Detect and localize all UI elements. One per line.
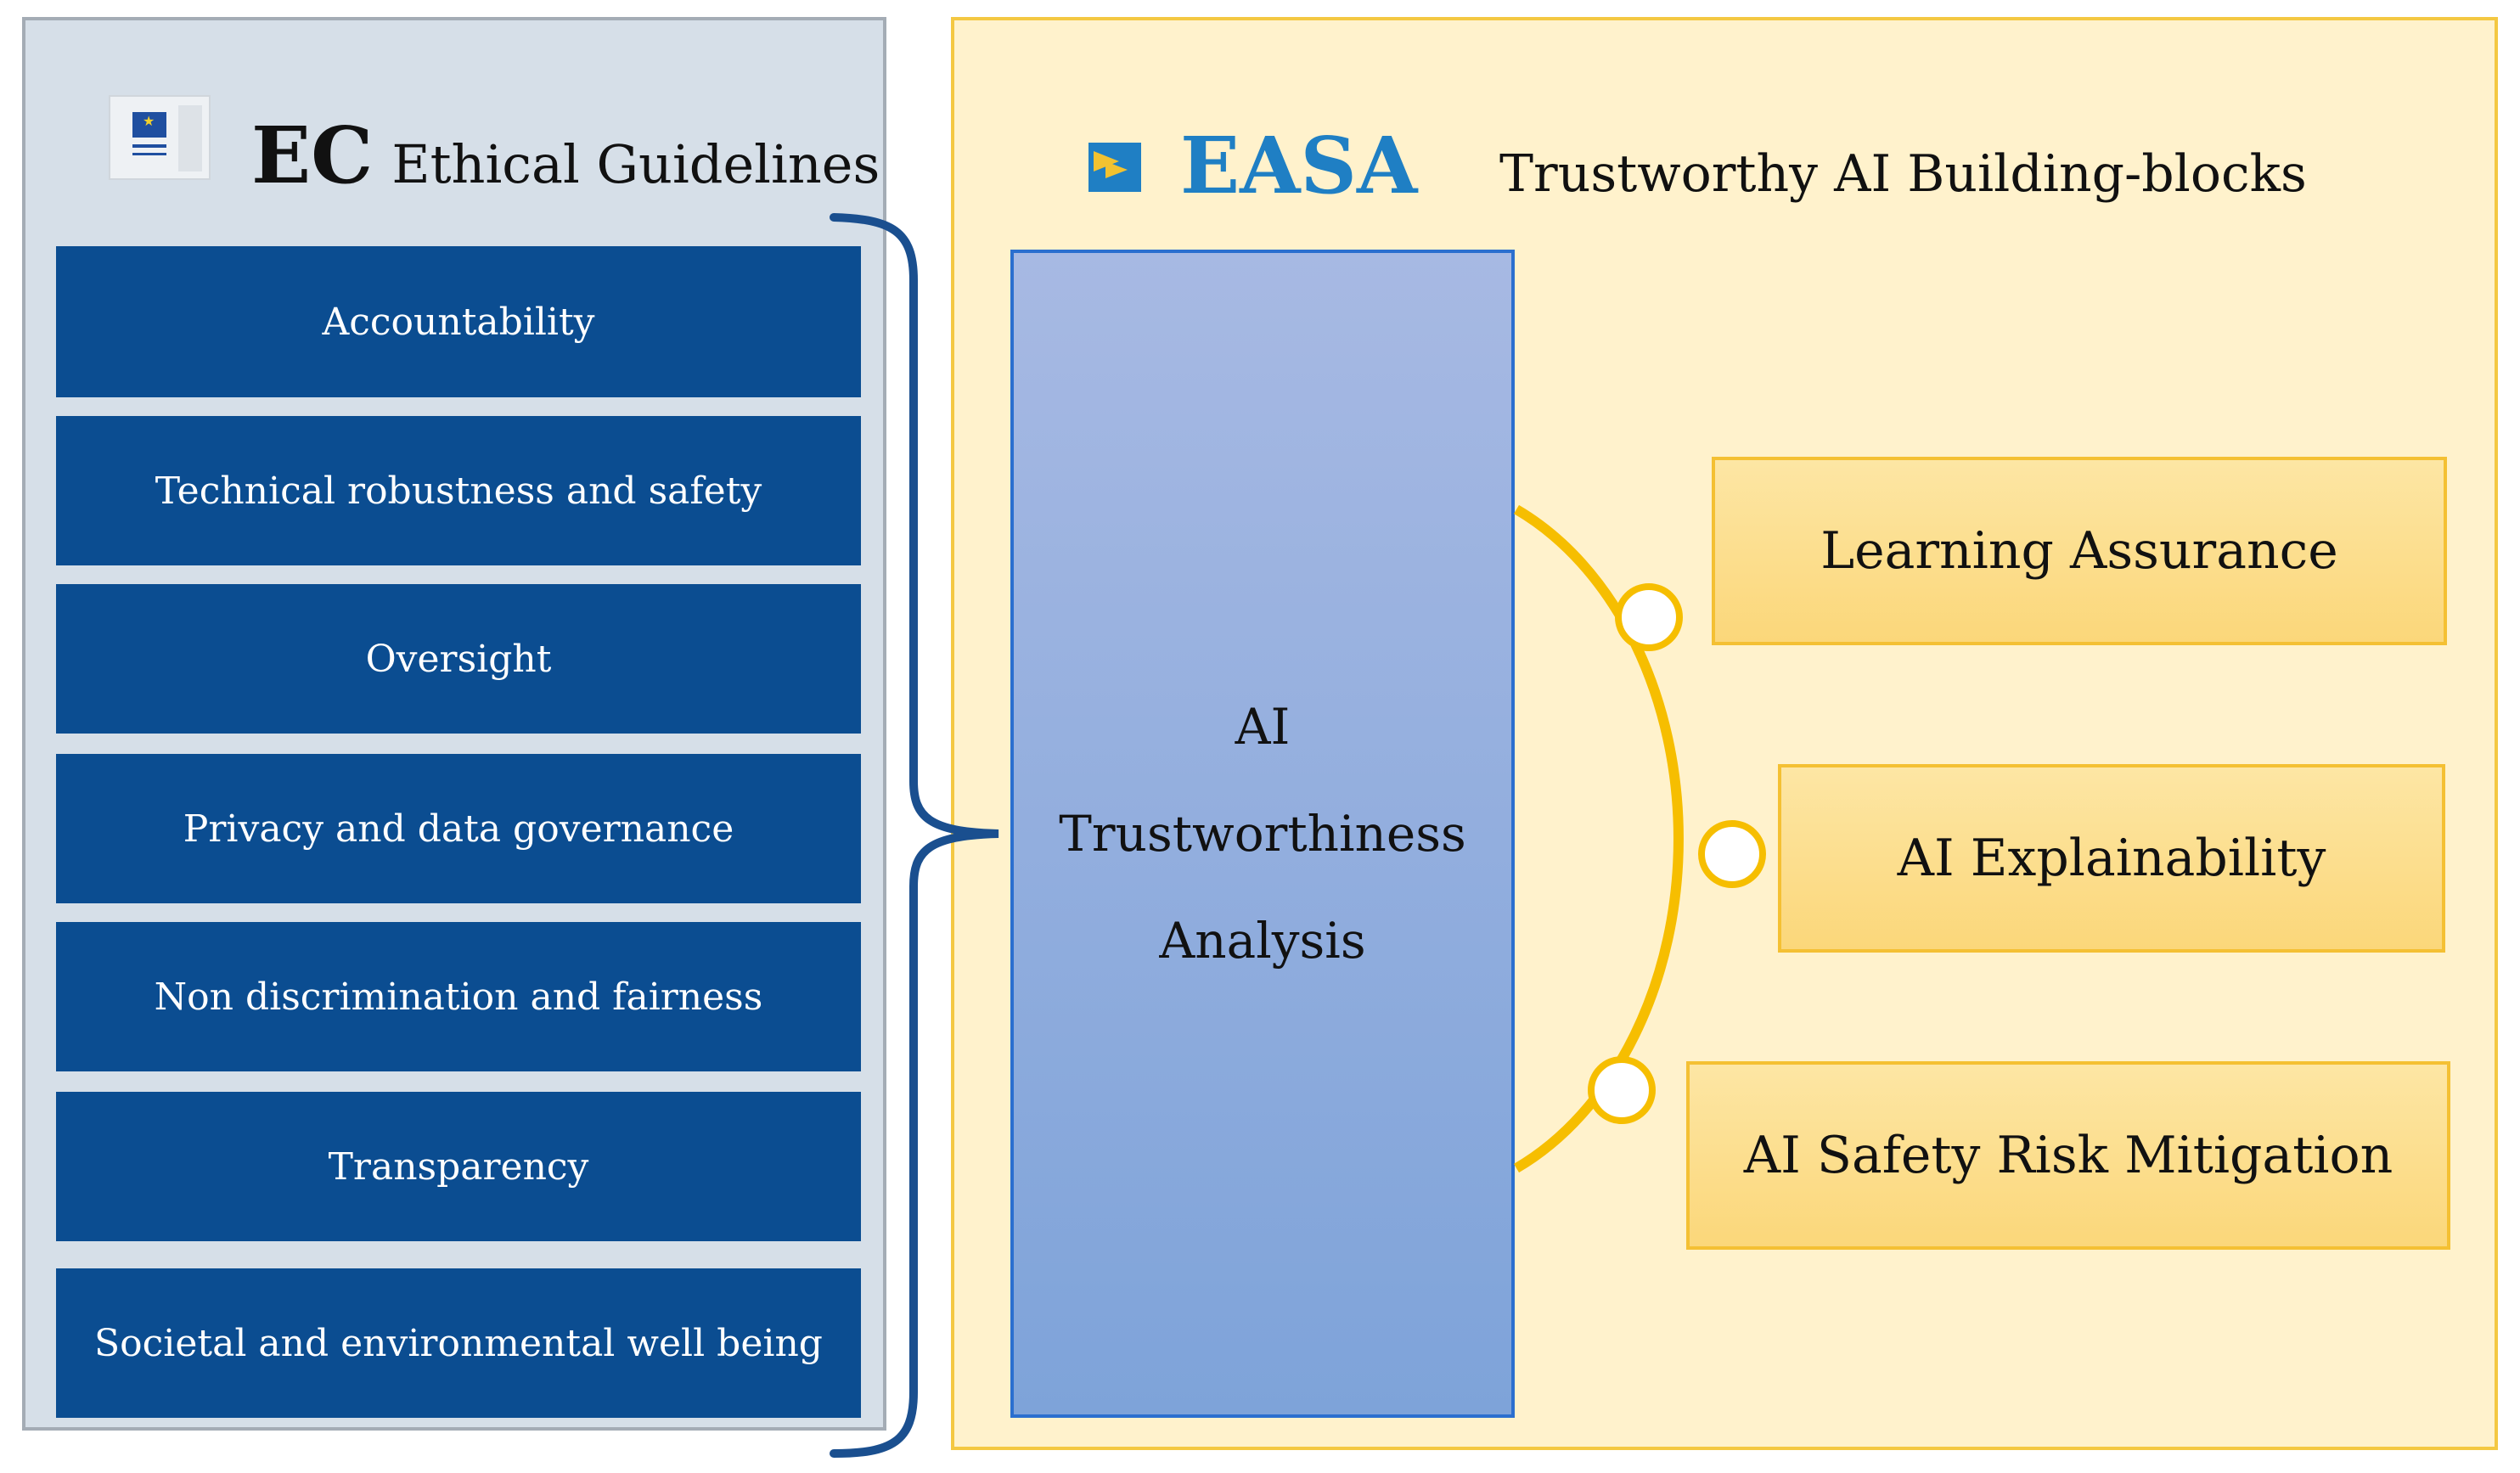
block-ai-safety-risk-mitigation: AI Safety Risk Mitigation	[1686, 1061, 2450, 1250]
ec-title-text: Ethical Guidelines	[391, 133, 880, 195]
ec-panel-title: EC Ethical Guidelines	[251, 109, 880, 202]
european-commission-logo-icon	[109, 95, 211, 180]
analysis-line-3: Analysis	[1159, 912, 1366, 970]
analysis-line-1: AI	[1235, 698, 1291, 756]
ec-abbreviation: EC	[251, 110, 374, 201]
block-ai-explainability: AI Explainability	[1778, 764, 2445, 953]
ec-item-accountability: Accountability	[56, 246, 861, 397]
easa-name: EASA	[1180, 120, 1418, 211]
ec-item-societal-wellbeing: Societal and environmental well being	[56, 1268, 861, 1418]
analysis-line-2: Trustworthiness	[1059, 805, 1466, 863]
grouping-brace	[830, 213, 999, 1458]
ec-item-transparency: Transparency	[56, 1092, 861, 1241]
ec-item-non-discrimination: Non discrimination and fairness	[56, 922, 861, 1071]
ec-item-privacy: Privacy and data governance	[56, 754, 861, 903]
arc-node-learning-assurance	[1615, 583, 1683, 651]
block-learning-assurance: Learning Assurance	[1712, 457, 2447, 645]
easa-logo-icon	[1088, 143, 1141, 192]
arc-node-ai-safety-risk-mitigation	[1588, 1056, 1656, 1124]
ec-item-oversight: Oversight	[56, 584, 861, 734]
ai-trustworthiness-analysis-box: AI Trustworthiness Analysis	[1010, 250, 1515, 1418]
easa-panel-title: Trustworthy AI Building-blocks	[1499, 144, 2307, 204]
ec-item-technical-robustness: Technical robustness and safety	[56, 416, 861, 565]
arc-node-ai-explainability	[1698, 820, 1766, 888]
